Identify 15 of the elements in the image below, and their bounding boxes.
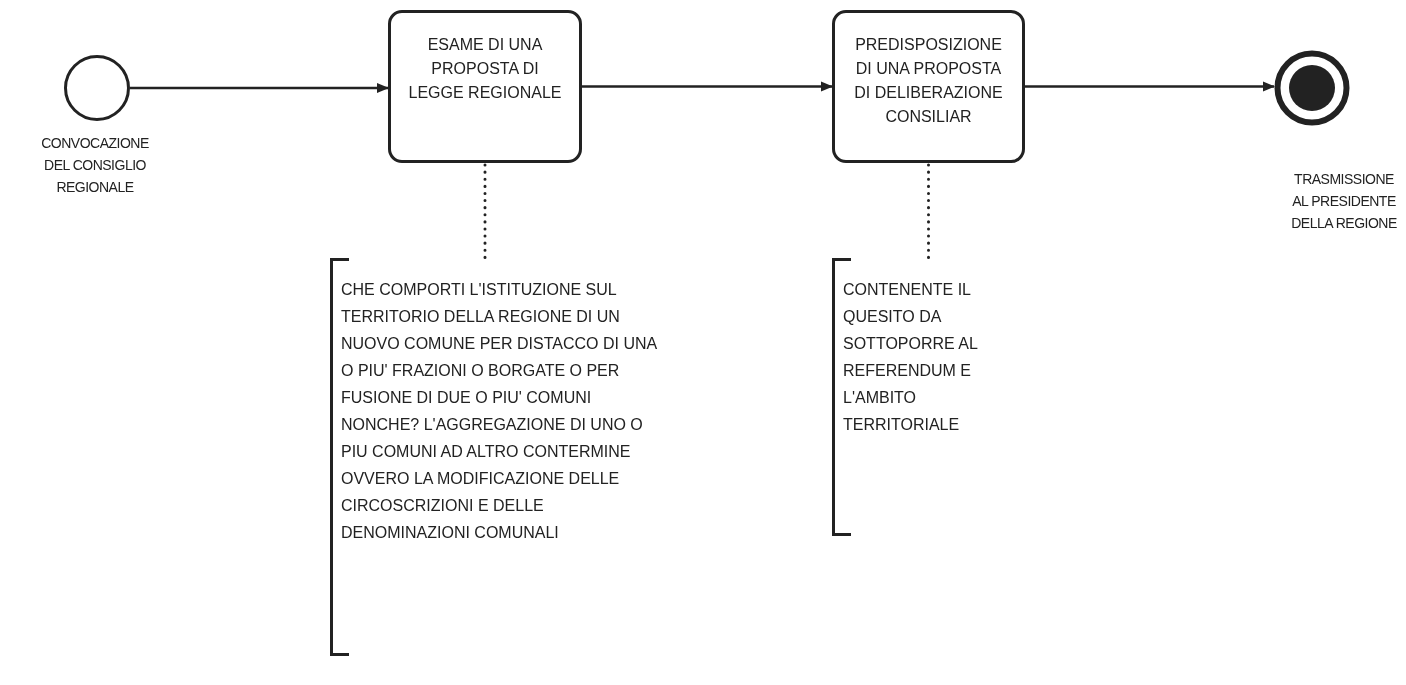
- annotation-text: CONTENENTE IL QUESITO DA SOTTOPORRE AL REFERENDUM E L'AMBITO TERRITORIALE: [843, 280, 979, 435]
- sequence-arrow: [582, 81, 833, 92]
- annotation-text: CHE COMPORTI L'ISTITUZIONE SUL TERRITORIO DELLA REGIONE DI UN NUOVO COMUNE PER DISTACCO DI UNA O PIU' FRAZIONI O BORGATE O PER FUSIONE DI DUE O PIU' COMUNI NONCHE? L'AGGREGAZIONE DI UNO O PIU COMUNI AD ALTRO CONTERMINE OVVERO LA MODIFICAZIONE DELLE CIRCOSCRIZIONI E DELLE DENOMINAZIONI COMUNALI: [341, 280, 658, 543]
- association-line: [483, 163, 487, 260]
- event-label: TRASMISSIONE AL PRESIDENTE DELLA REGIONE: [1290, 170, 1398, 233]
- task-box: [832, 10, 1025, 163]
- task-label: PREDISPOSIZIONE DI UNA PROPOSTA DI DELIBERAZIONE CONSILIAR: [853, 35, 1004, 127]
- task-box: [388, 10, 582, 163]
- association-line: [927, 163, 930, 260]
- sequence-arrow: [130, 83, 389, 93]
- task-label: ESAME DI UNA PROPOSTA DI LEGGE REGIONALE: [407, 35, 563, 103]
- start-event-circle: [64, 55, 130, 121]
- sequence-arrow: [1025, 81, 1275, 92]
- end-event-circle: [1274, 50, 1350, 126]
- event-label: CONVOCAZIONE DEL CONSIGLIO REGIONALE: [40, 134, 150, 197]
